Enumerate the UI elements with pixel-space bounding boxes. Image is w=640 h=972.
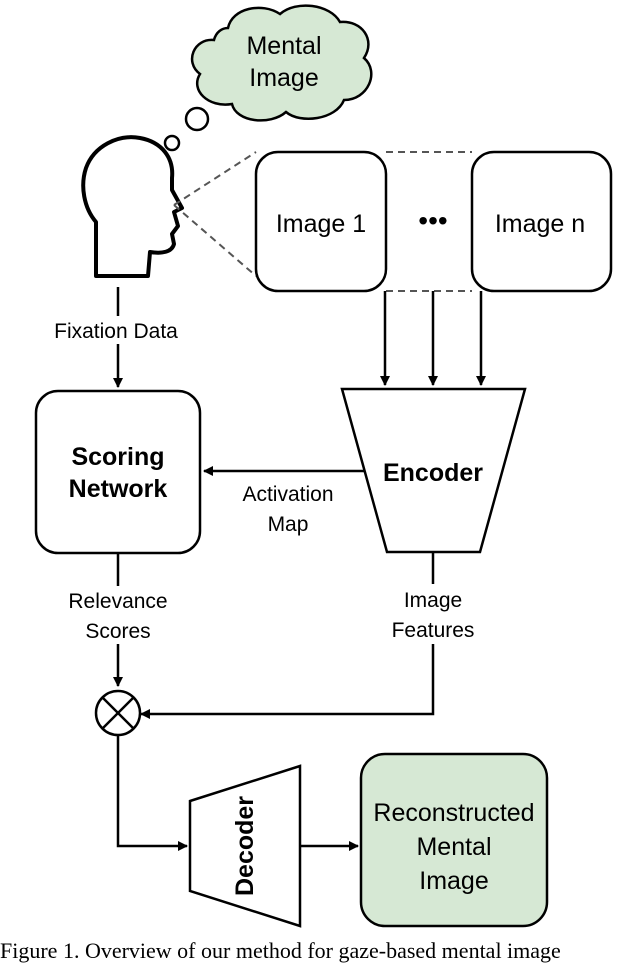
reconstructed-image-box [359, 752, 549, 928]
decoder-label: Decoder [231, 796, 259, 896]
image-features-label-bg [374, 584, 492, 644]
image-n-box [470, 150, 613, 293]
scoring-network-box [34, 389, 202, 555]
multiply-cross-2 [101, 696, 135, 730]
image-1-label: Image 1 [276, 210, 366, 238]
view-line-bottom [173, 204, 257, 277]
figure-caption: Figure 1. Overview of our method for gaz… [0, 938, 561, 963]
image-n-label: Image n [495, 210, 585, 238]
thought-bubble-large [184, 106, 210, 132]
activation-map-line2: Map [268, 513, 309, 536]
mental-image-cloud [190, 4, 373, 122]
reconstructed-line1: Reconstructed [373, 799, 534, 827]
images-ellipsis: ••• [418, 205, 447, 236]
image-features-line2: Features [392, 619, 475, 642]
image-1-box [254, 150, 388, 293]
thought-bubble-small [163, 134, 181, 152]
decoder-shape [188, 764, 302, 928]
reconstructed-line3: Image [419, 867, 488, 895]
relevance-scores-line1: Relevance [68, 590, 167, 613]
relevance-scores-line2: Scores [85, 620, 150, 643]
encoder-shape [340, 387, 527, 554]
image-features-line1: Image [404, 589, 462, 612]
scoring-network-label-line2: Network [69, 475, 168, 503]
encoder-label: Encoder [383, 459, 483, 487]
head-icon [81, 135, 184, 278]
mental-image-label-line2: Image [249, 64, 318, 92]
fixation-data-label: Fixation Data [54, 320, 178, 343]
activation-map-line1: Activation [242, 483, 333, 506]
scoring-network-label-line1: Scoring [71, 443, 164, 471]
view-line-top [173, 151, 257, 206]
relevance-label-bg [50, 586, 186, 644]
mental-image-label-line1: Mental [246, 32, 321, 60]
arrow-to-decoder [116, 735, 188, 851]
reconstructed-line2: Mental [416, 833, 491, 861]
fixation-label-bg [36, 316, 200, 344]
